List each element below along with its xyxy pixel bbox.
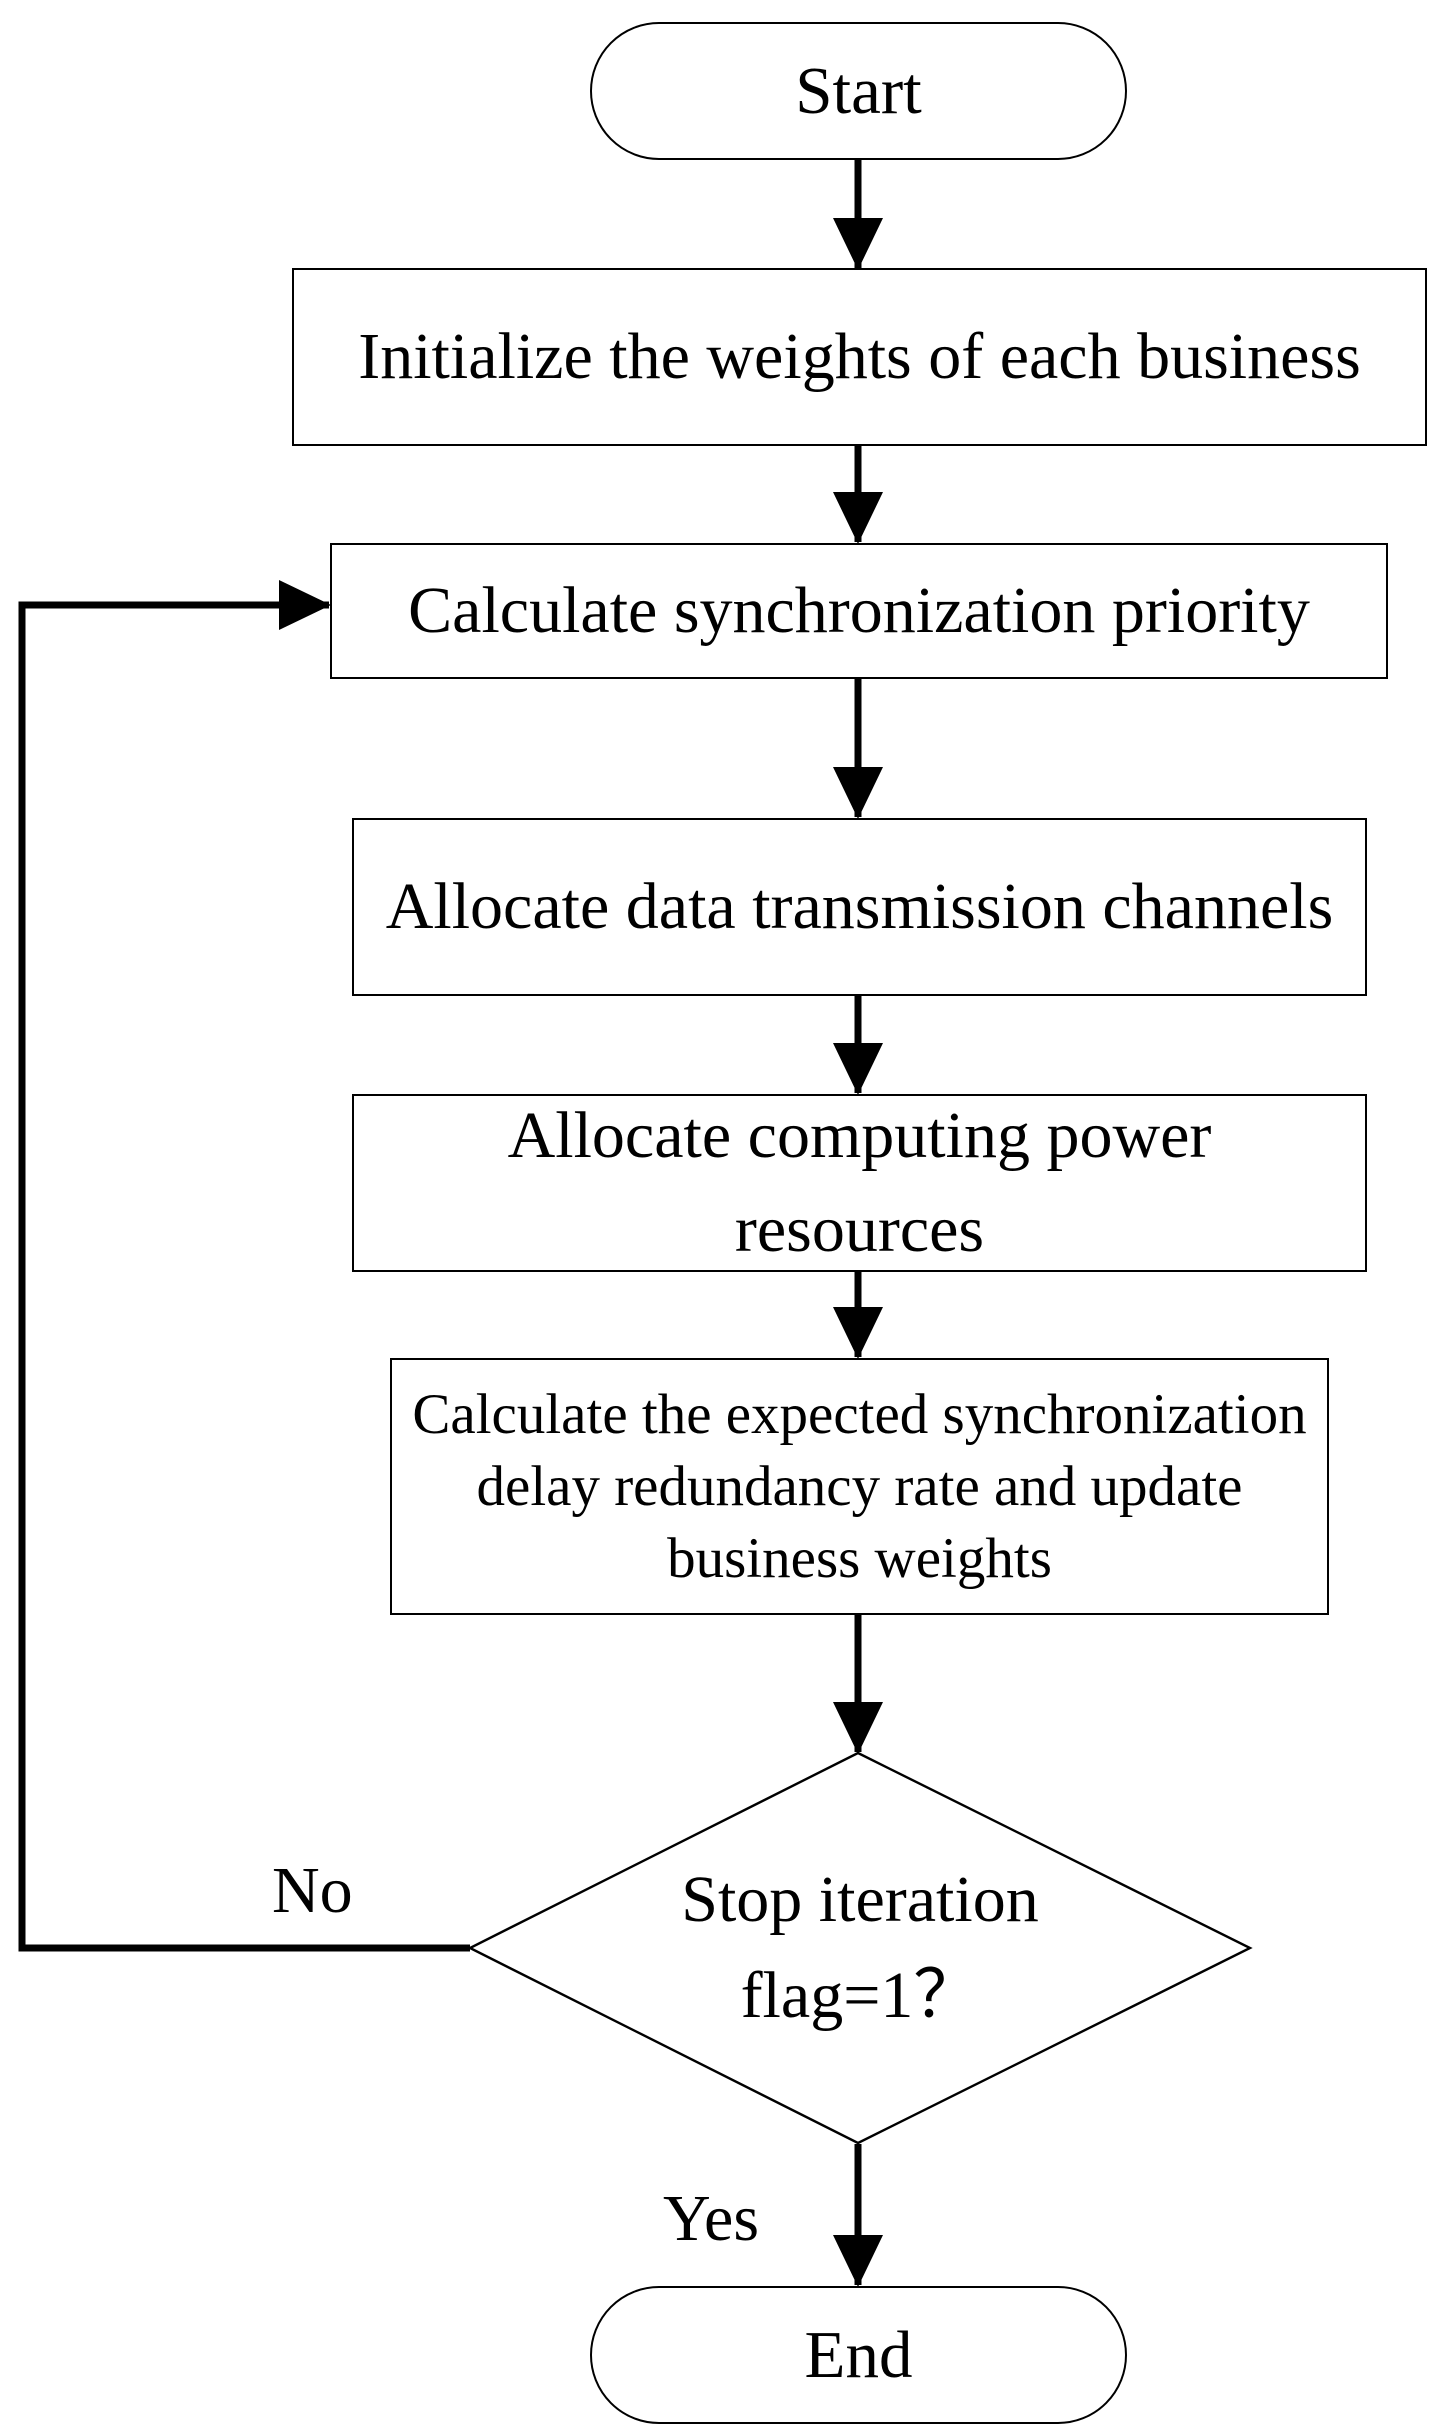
allocate-channels-box: Allocate data transmission channels	[352, 818, 1367, 996]
start-label: Start	[795, 53, 922, 128]
arrow-no-loop-back	[18, 580, 470, 1952]
yes-branch-label: Yes	[663, 2182, 760, 2255]
calculate-redundancy-box: Calculate the expected synchronization d…	[390, 1358, 1329, 1615]
initialize-weights-label: Initialize the weights of each business	[358, 320, 1361, 393]
allocate-computing-box: Allocate computing power resources	[352, 1094, 1367, 1272]
calculate-redundancy-label: Calculate the expected synchronization d…	[412, 1382, 1307, 1590]
decision-diamond	[467, 1751, 1253, 2145]
allocate-channels-label: Allocate data transmission channels	[385, 870, 1334, 943]
end-label: End	[804, 2317, 913, 2392]
no-branch-label: No	[272, 1854, 353, 1927]
start-terminal: Start	[590, 22, 1127, 160]
calculate-priority-label: Calculate synchronization priority	[408, 574, 1310, 647]
calculate-priority-box: Calculate synchronization priority	[330, 543, 1388, 679]
allocate-computing-label: Allocate computing power resources	[507, 1099, 1212, 1266]
end-terminal: End	[590, 2286, 1127, 2424]
decision-label: Stop iteration flag=1？	[681, 1863, 1039, 2032]
initialize-weights-box: Initialize the weights of each business	[292, 268, 1427, 446]
